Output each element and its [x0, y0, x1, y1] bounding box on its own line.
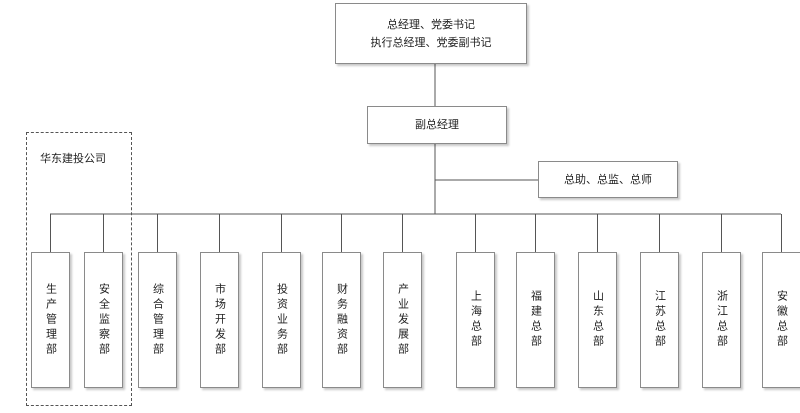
dept-box-12: 浙江总部	[702, 252, 741, 388]
dept-box-2: 安全监察部	[84, 252, 123, 388]
dept-label: 生产管理部	[44, 282, 58, 358]
dept-label: 投资业务部	[275, 282, 289, 358]
dept-label: 山东总部	[591, 290, 605, 350]
dept-label: 浙江总部	[715, 290, 729, 350]
dept-label: 安徽总部	[775, 290, 789, 350]
dept-label: 综合管理部	[151, 282, 165, 358]
dept-box-13: 安徽总部	[762, 252, 800, 388]
top-management-line2: 执行总经理、党委副书记	[370, 35, 492, 49]
dept-box-8: 上海总部	[456, 252, 495, 388]
east-china-group-label: 华东建投公司	[40, 152, 106, 165]
dept-box-3: 综合管理部	[138, 252, 177, 388]
assistants-label: 总助、总监、总师	[564, 172, 652, 186]
dept-label: 市场开发部	[213, 282, 227, 358]
dept-box-6: 财务融资部	[322, 252, 361, 388]
east-china-group-frame	[26, 132, 132, 406]
dept-box-4: 市场开发部	[200, 252, 239, 388]
dept-label: 产业发展部	[396, 282, 410, 358]
dept-box-5: 投资业务部	[262, 252, 301, 388]
assistants-box: 总助、总监、总师	[538, 161, 678, 198]
dept-box-9: 福建总部	[516, 252, 555, 388]
dept-label: 福建总部	[529, 290, 543, 350]
dept-box-1: 生产管理部	[31, 252, 70, 388]
dept-label: 江苏总部	[653, 290, 667, 350]
top-management-line1: 总经理、党委书记	[387, 17, 475, 31]
dept-label: 上海总部	[469, 290, 483, 350]
dept-label: 财务融资部	[335, 282, 349, 358]
dept-label: 安全监察部	[97, 282, 111, 358]
top-management-box: 总经理、党委书记 执行总经理、党委副书记	[335, 3, 527, 64]
dept-box-10: 山东总部	[578, 252, 617, 388]
dept-box-11: 江苏总部	[640, 252, 679, 388]
vice-manager-box: 副总经理	[367, 106, 507, 144]
vice-manager-label: 副总经理	[415, 118, 459, 131]
dept-box-7: 产业发展部	[383, 252, 422, 388]
